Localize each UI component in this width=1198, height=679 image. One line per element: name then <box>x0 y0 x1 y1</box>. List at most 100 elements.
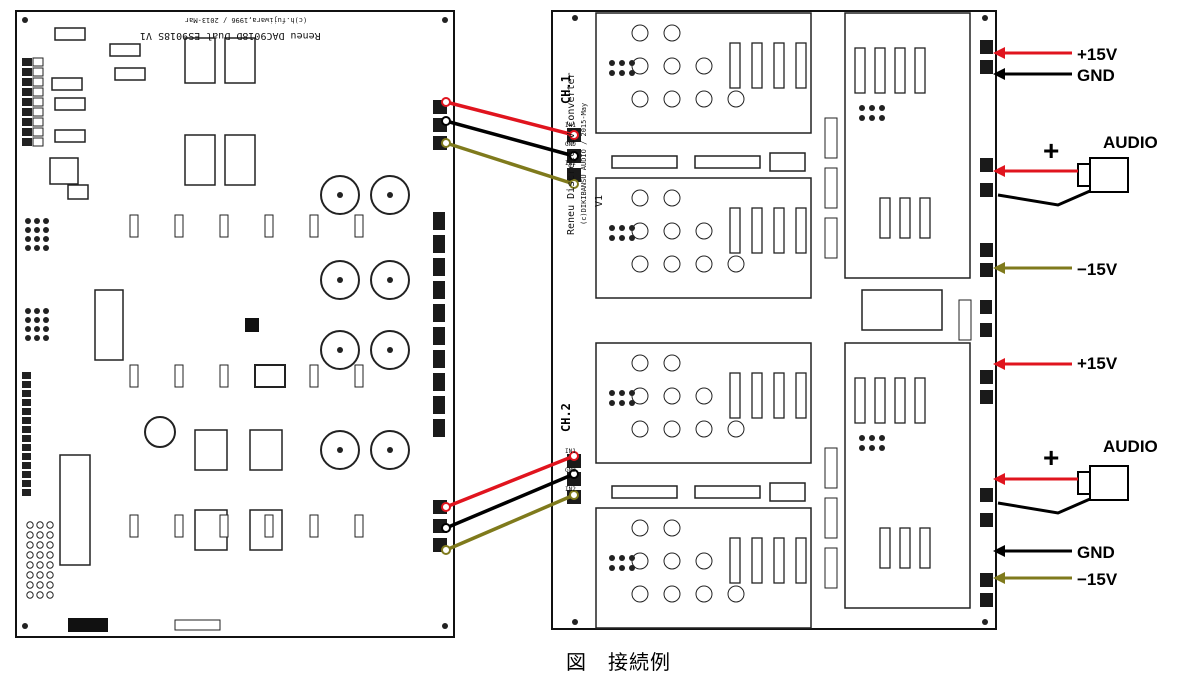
iv-resistor <box>751 372 763 419</box>
iv-resistor <box>899 527 911 569</box>
dac-header-pin <box>32 107 44 117</box>
iv-pad <box>609 60 615 66</box>
dac-pad <box>46 591 54 599</box>
dac-pad <box>26 581 34 589</box>
dac-header-pin <box>22 417 31 424</box>
dac-header-pin <box>22 435 31 442</box>
dac-bottom-header <box>68 618 108 632</box>
ch2-plus15v-arrow-head <box>993 358 1005 370</box>
dac-pad <box>34 317 40 323</box>
ch2-minus15v-label: −15V <box>1077 570 1118 589</box>
iv-transistor <box>663 552 681 570</box>
ch2-audio-jack-gnd-wire <box>997 497 1091 515</box>
iv-components <box>22 12 993 629</box>
dac-header-pin <box>32 127 44 137</box>
dac-pad <box>25 308 31 314</box>
dac-pad <box>36 591 44 599</box>
dac-terminal <box>433 373 445 391</box>
dac-pad <box>26 571 34 579</box>
dac-capacitor-pin <box>387 347 393 353</box>
ch2-signal-wire <box>444 454 576 509</box>
iv-resistor <box>795 372 807 419</box>
iv-pad <box>869 105 875 111</box>
dac-ic <box>224 37 256 84</box>
dac-pad <box>43 308 49 314</box>
dac-pad <box>25 236 31 242</box>
ch1-plus-sign: + <box>1043 135 1060 166</box>
iv-transistor <box>695 387 713 405</box>
dac-pad <box>26 561 34 569</box>
iv-transistor <box>631 24 649 42</box>
dac-small-part <box>219 364 229 388</box>
iv-resistor <box>879 527 891 569</box>
iv-transistor <box>727 90 745 108</box>
dac-pad <box>36 551 44 559</box>
iv-terminal <box>980 300 992 314</box>
iv-resistor <box>729 372 741 419</box>
iv-pad <box>619 390 625 396</box>
dac-pad <box>46 561 54 569</box>
dac-pad <box>43 317 49 323</box>
iv-transistor <box>663 222 681 240</box>
iv-resistor <box>773 372 785 419</box>
iv-pad <box>629 390 635 396</box>
iv-resistor <box>824 217 838 259</box>
dac-header-pin <box>32 137 44 147</box>
iv-pad <box>859 445 865 451</box>
dac-chip <box>245 318 259 332</box>
iv-pad <box>619 70 625 76</box>
iv-resistor <box>751 537 763 584</box>
dac-pad <box>25 227 31 233</box>
iv-resistor <box>773 207 785 254</box>
dac-pad <box>34 245 40 251</box>
iv-terminal <box>980 513 993 527</box>
dac-header-pin <box>22 381 31 388</box>
iv-r-dv2 <box>694 485 761 499</box>
iv-section-outline <box>595 12 812 134</box>
iv-terminal <box>980 323 992 337</box>
iv-resistor <box>958 299 972 341</box>
iv-terminal <box>980 60 993 74</box>
iv-terminal <box>980 488 993 502</box>
dac-ic <box>59 454 91 566</box>
dac-pad <box>43 326 49 332</box>
dac-bottom-header <box>174 619 221 631</box>
dac-header-pin <box>22 128 32 136</box>
iv-pad <box>869 445 875 451</box>
iv-transistor <box>695 222 713 240</box>
dac-header-pin <box>22 58 32 66</box>
dac-small-part <box>219 514 229 538</box>
ch2-plus-sign: + <box>1043 442 1060 473</box>
iv-section-outline <box>844 342 971 609</box>
dac-header-pin <box>22 390 31 397</box>
ch1-ground-wire-end <box>441 116 451 126</box>
dac-small-part <box>354 514 364 538</box>
ch2-signal-wire-end <box>441 502 451 512</box>
iv-pad <box>629 225 635 231</box>
ch2-audio-label: AUDIO <box>1103 437 1158 456</box>
iv-pad <box>859 435 865 441</box>
iv-transistor <box>727 585 745 603</box>
iv-transistor <box>727 420 745 438</box>
iv-transistor <box>663 57 681 75</box>
dac-pad <box>43 335 49 341</box>
dac-pad <box>26 591 34 599</box>
iv-pad <box>629 70 635 76</box>
dac-pad <box>36 581 44 589</box>
mounting-hole <box>442 17 448 23</box>
ch2-label: CH.2 <box>559 403 573 432</box>
dac-terminal <box>433 396 445 414</box>
dac-small-part <box>174 514 184 538</box>
ch2-gnd-label: GND <box>1077 543 1115 562</box>
dac-ic <box>184 37 216 84</box>
dac-pad <box>43 245 49 251</box>
dac-resistor <box>51 77 83 91</box>
iv-section-outline <box>844 12 971 279</box>
dac-header-pin <box>22 108 32 116</box>
dac-ic <box>94 289 124 361</box>
iv-transistor <box>631 420 649 438</box>
dac-small-part <box>174 364 184 388</box>
iv-resistor <box>874 377 886 424</box>
dac-resistor <box>49 157 79 185</box>
